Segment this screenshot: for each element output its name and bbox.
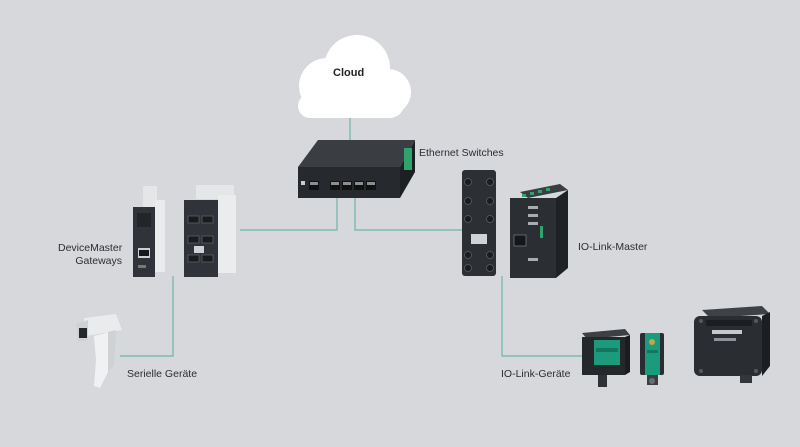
devicemaster-label-line2: Gateways [75,255,122,267]
iolink-identification-unit [694,306,770,383]
devicemaster-gateway-small [133,186,165,277]
iolink-master-block [462,170,496,276]
devicemaster-gateway-large [184,185,236,277]
ethernet-switch-device [298,140,415,198]
iolink-sensor-green-cube [582,329,630,387]
master-to-iolink-devices-line [501,276,582,357]
ethernet-switches-label: Ethernet Switches [419,147,504,159]
devicemaster-gateways-label: DeviceMaster Gateways [58,242,122,268]
serial-devices-label: Serielle Geräte [127,368,198,380]
iolink-devices-label: IO-Link-Geräte [501,368,571,380]
switch-to-gateway-line [240,198,338,231]
gateway-to-serial-line [120,276,174,357]
iolink-master-label: IO-Link-Master [578,241,648,253]
iolink-sensor-slim [640,333,664,385]
cloud-label: Cloud [333,67,365,79]
switch-to-iolink-master-line [354,198,462,231]
barcode-scanner-device [76,314,122,388]
cloud-shape [298,35,411,118]
devicemaster-label-line1: DeviceMaster [58,242,123,254]
iolink-master-module [510,184,568,278]
connection-lines [120,118,582,357]
